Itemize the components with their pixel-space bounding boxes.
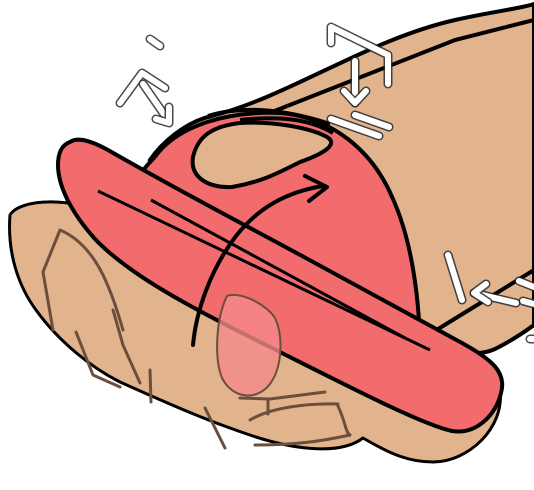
motion-arrow-icon-left <box>120 39 169 123</box>
